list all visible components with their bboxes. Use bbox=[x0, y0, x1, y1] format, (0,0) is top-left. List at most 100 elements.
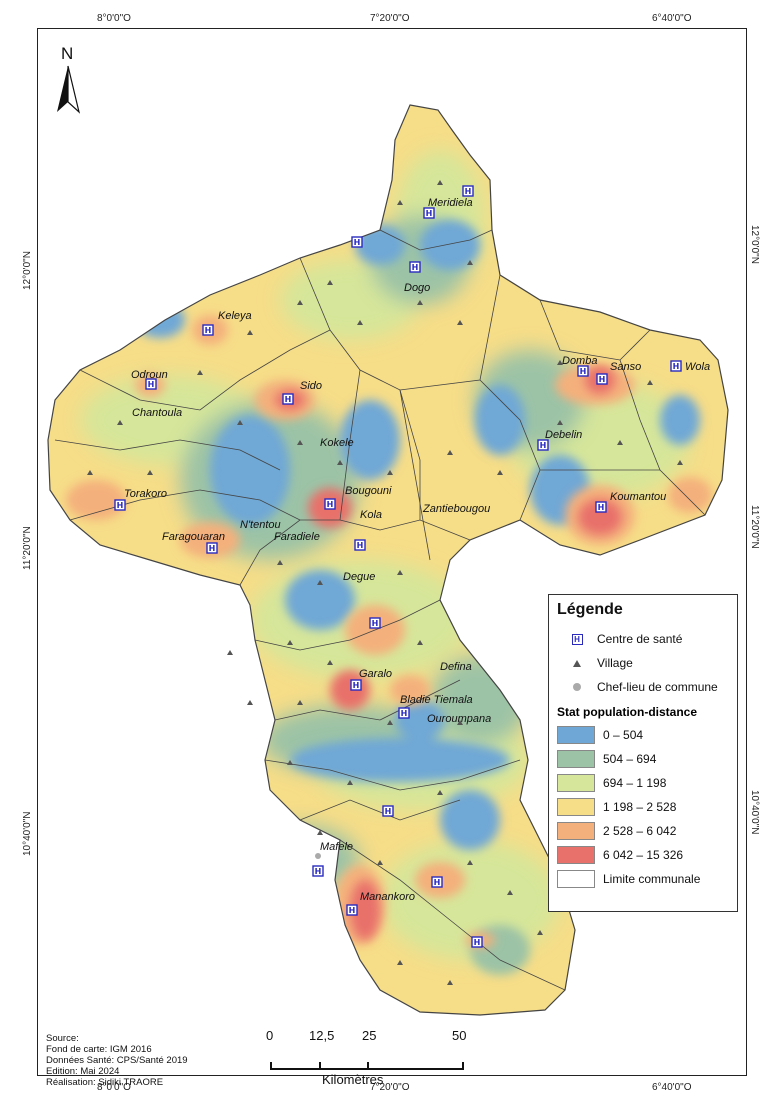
legend-label: 694 – 1 198 bbox=[603, 776, 667, 790]
svg-text:H: H bbox=[327, 500, 334, 509]
legend-label: 6 042 – 15 326 bbox=[603, 848, 684, 862]
svg-text:H: H bbox=[372, 619, 379, 628]
legend-label: 0 – 504 bbox=[603, 728, 644, 742]
health-center-markers: H H H H H H H H H H H H H H H H H H H H … bbox=[114, 185, 682, 948]
legend-class: 2 528 – 6 042 bbox=[557, 819, 729, 843]
legend-swatch bbox=[557, 870, 595, 888]
place-label: N'tentou bbox=[240, 519, 281, 531]
source-line: Fond de carte: IGM 2016 bbox=[46, 1044, 152, 1055]
village-markers bbox=[87, 180, 683, 985]
grat-top-2: 7°20'0"O bbox=[370, 13, 410, 24]
svg-text:H: H bbox=[205, 326, 212, 335]
svg-text:H: H bbox=[385, 807, 392, 816]
svg-text:H: H bbox=[315, 867, 322, 876]
svg-text:H: H bbox=[673, 362, 680, 371]
scale-bar: 0 12,5 25 50 Kilomètres bbox=[262, 1028, 472, 1087]
legend-label: 2 528 – 6 042 bbox=[603, 824, 677, 838]
legend-label: Centre de santé bbox=[597, 632, 683, 646]
scale-tick-label: 50 bbox=[452, 1028, 467, 1043]
grat-top-3: 6°40'0"O bbox=[652, 13, 692, 24]
source-line: Edition: Mai 2024 bbox=[46, 1066, 120, 1077]
legend-swatch bbox=[557, 750, 595, 768]
place-label: Faradiele bbox=[274, 531, 320, 543]
place-label: Defina bbox=[440, 661, 472, 673]
legend-label: 504 – 694 bbox=[603, 752, 657, 766]
legend-swatch bbox=[557, 822, 595, 840]
svg-text:H: H bbox=[434, 878, 441, 887]
svg-text:H: H bbox=[401, 709, 408, 718]
legend-label: Chef-lieu de commune bbox=[597, 680, 718, 694]
commune-seat-dot-icon bbox=[573, 683, 581, 691]
legend-item-commune-seat: Chef-lieu de commune bbox=[557, 675, 729, 699]
legend-label: 1 198 – 2 528 bbox=[603, 800, 677, 814]
svg-text:H: H bbox=[412, 263, 419, 272]
scale-tick-label: 0 bbox=[266, 1028, 274, 1043]
svg-text:H: H bbox=[353, 681, 360, 690]
legend-class: 1 198 – 2 528 bbox=[557, 795, 729, 819]
legend-swatch bbox=[557, 726, 595, 744]
village-triangle-icon bbox=[573, 659, 581, 667]
place-label: Kokele bbox=[320, 437, 354, 449]
svg-text:H: H bbox=[209, 544, 216, 553]
scale-tick bbox=[462, 1062, 464, 1070]
place-label: Mafele bbox=[320, 841, 353, 853]
svg-text:H: H bbox=[540, 441, 547, 450]
svg-text:H: H bbox=[426, 209, 433, 218]
grat-top-1: 8°0'0"O bbox=[97, 13, 131, 24]
place-label: Manankoro bbox=[360, 891, 415, 903]
place-label: Sido bbox=[300, 380, 322, 392]
source-credits: Source: Fond de carte: IGM 2016 Données … bbox=[46, 1033, 188, 1088]
scale-tick bbox=[270, 1062, 272, 1070]
svg-text:H: H bbox=[598, 503, 605, 512]
place-label: Degue bbox=[343, 571, 375, 583]
legend-class: 0 – 504 bbox=[557, 723, 729, 747]
svg-text:H: H bbox=[474, 938, 481, 947]
place-label: Meridiela bbox=[428, 197, 473, 209]
svg-text:H: H bbox=[354, 238, 361, 247]
place-label: Bougouni bbox=[345, 485, 392, 497]
place-label: Domba bbox=[562, 355, 597, 367]
place-label: Chantoula bbox=[132, 407, 182, 419]
place-label: Keleya bbox=[218, 310, 252, 322]
north-label: N bbox=[61, 44, 74, 63]
legend-swatch bbox=[557, 846, 595, 864]
svg-text:H: H bbox=[148, 380, 155, 389]
svg-text:H: H bbox=[599, 375, 606, 384]
source-line: Source: bbox=[46, 1033, 79, 1044]
place-label: Kola bbox=[360, 509, 382, 521]
legend-swatch bbox=[557, 798, 595, 816]
place-label: Faragouaran bbox=[162, 531, 225, 543]
legend-item-health-center: H Centre de santé bbox=[557, 627, 729, 651]
place-label: Bladie Tiemala bbox=[400, 694, 473, 706]
grat-bottom-3: 6°40'0"O bbox=[652, 1082, 692, 1093]
scale-tick bbox=[319, 1062, 321, 1070]
svg-text:H: H bbox=[580, 367, 587, 376]
north-arrow-icon bbox=[57, 65, 81, 114]
legend-label: Limite communale bbox=[603, 872, 701, 886]
grat-bottom-1: 8°0'0"O bbox=[97, 1082, 131, 1093]
legend-item-boundary: Limite communale bbox=[557, 867, 729, 891]
commune-seat-dot-icon bbox=[315, 853, 321, 859]
svg-text:H: H bbox=[465, 187, 472, 196]
svg-text:H: H bbox=[349, 906, 356, 915]
grat-bottom-2: 7°20'0"O bbox=[370, 1082, 410, 1093]
place-label: Debelin bbox=[545, 429, 582, 441]
north-arrow: N bbox=[52, 44, 84, 114]
place-label: Sanso bbox=[610, 361, 641, 373]
place-label: Garalo bbox=[359, 668, 392, 680]
place-label: Torakoro bbox=[124, 488, 167, 500]
legend-swatch bbox=[557, 774, 595, 792]
place-label: Wola bbox=[685, 361, 710, 373]
svg-text:H: H bbox=[117, 501, 124, 510]
scale-tick bbox=[367, 1062, 369, 1070]
scale-tick-label: 25 bbox=[362, 1028, 377, 1043]
scale-unit: Kilomètres bbox=[322, 1072, 384, 1087]
legend-title: Légende bbox=[557, 601, 623, 618]
legend-class: 504 – 694 bbox=[557, 747, 729, 771]
legend-label: Village bbox=[597, 656, 633, 670]
scale-tick-label: 12,5 bbox=[309, 1028, 335, 1043]
map-legend: Légende H Centre de santé Village Chef-l… bbox=[548, 594, 738, 912]
place-label: Zantiebougou bbox=[422, 503, 490, 515]
legend-item-village: Village bbox=[557, 651, 729, 675]
